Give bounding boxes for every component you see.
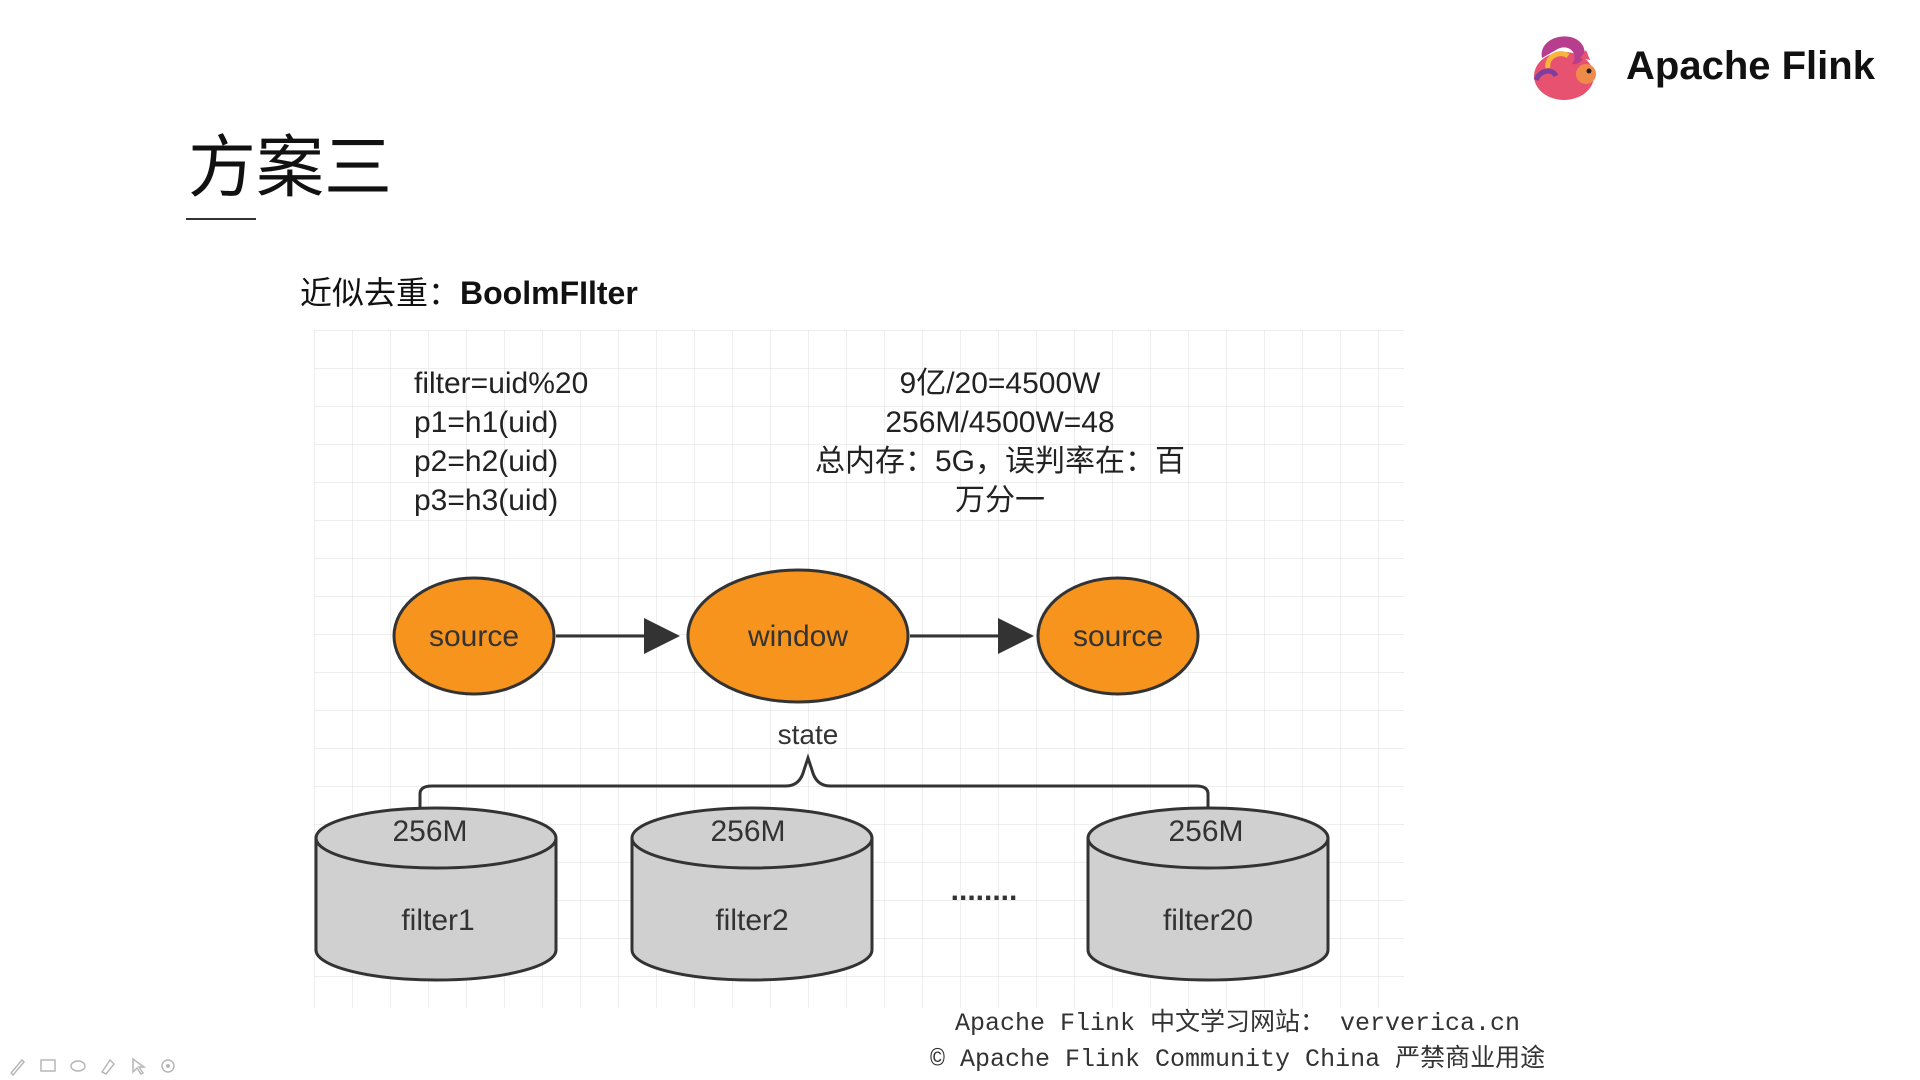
right-note-4: 万分一 — [955, 484, 1045, 517]
state-brace — [418, 753, 1210, 816]
store-filter1: 256M filter1 — [314, 806, 558, 982]
right-note-3: 总内存：5G，误判率在：百 — [815, 445, 1185, 478]
store-filter20: 256M filter20 — [1086, 806, 1330, 982]
slide-title: 方案三 — [188, 129, 393, 208]
subtitle-bold: BoolmFIlter — [460, 275, 638, 311]
window-node-label: window — [747, 620, 848, 653]
presentation-toolbar — [8, 1056, 178, 1077]
source-node-label: source — [429, 620, 519, 653]
flink-squirrel-logo-icon — [1533, 36, 1596, 100]
highlighter-icon[interactable] — [98, 1056, 118, 1076]
left-note-1: filter=uid%20 — [414, 367, 588, 400]
source-node — [392, 576, 556, 696]
subtitle: 近似去重：BoolmFIlter — [300, 268, 638, 314]
subtitle-prefix: 近似去重： — [300, 274, 461, 312]
footer: Apache Flink 中文学习网站： ververica.cn © Apac… — [930, 1006, 1545, 1078]
state-label: state — [778, 719, 839, 750]
pointer-icon[interactable] — [128, 1056, 148, 1076]
eraser-icon[interactable] — [68, 1056, 88, 1076]
store-name-1: filter1 — [401, 904, 474, 937]
store-size-1: 256M — [392, 815, 467, 848]
store-name-2: filter2 — [715, 904, 788, 937]
store-size-2: 256M — [710, 815, 785, 848]
footer-line-1: Apache Flink 中文学习网站： ververica.cn — [955, 1009, 1521, 1038]
sink-source-node-label: source — [1073, 620, 1163, 653]
settings-icon[interactable] — [158, 1056, 178, 1076]
screen-icon[interactable] — [38, 1056, 58, 1076]
store-name-20: filter20 — [1163, 904, 1253, 937]
left-note-4: p3=h3(uid) — [414, 484, 558, 517]
left-note-2: p1=h1(uid) — [414, 406, 558, 439]
footer-line-2: © Apache Flink Community China 严禁商业用途 — [930, 1045, 1546, 1074]
title-underline — [186, 218, 256, 220]
store-filter2: 256M filter2 — [630, 806, 874, 982]
left-note-3: p2=h2(uid) — [414, 445, 558, 478]
bloom-filter-diagram: filter=uid%20 p1=h1(uid) p2=h2(uid) p3=h… — [314, 330, 1404, 1008]
brand: Apache Flink — [1528, 28, 1875, 104]
right-note-1: 9亿/20=4500W — [900, 367, 1102, 400]
store-ellipsis: ........ — [951, 874, 1018, 907]
pen-icon[interactable] — [8, 1056, 28, 1077]
right-note-2: 256M/4500W=48 — [885, 406, 1114, 439]
sink-source-node — [1036, 576, 1200, 696]
store-size-20: 256M — [1168, 815, 1243, 848]
window-node — [686, 568, 910, 704]
brand-name: Apache Flink — [1626, 43, 1875, 88]
